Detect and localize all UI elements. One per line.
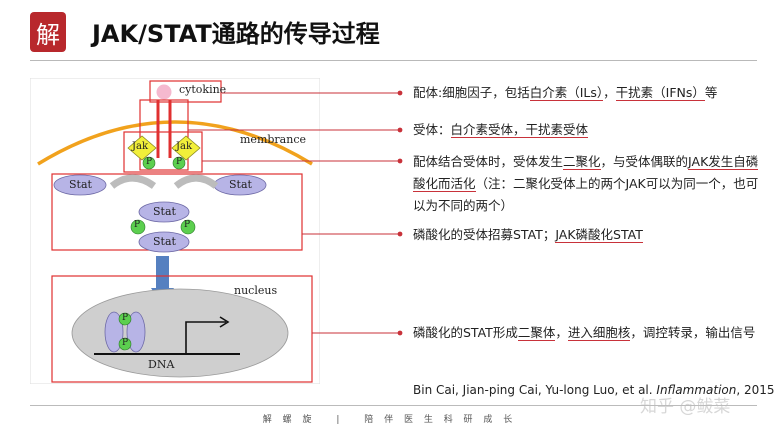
page-title: JAK/STAT通路的传导过程 [92, 20, 380, 48]
annotation-dimerization: 配体结合受体时，受体发生二聚化，与受体偶联的JAK发生自磷酸化而活化（注：二聚化… [413, 151, 765, 217]
stat-p-left-label: P [134, 220, 141, 230]
dna-label: DNA [148, 358, 175, 371]
annotation-nuclear: 磷酸化的STAT形成二聚体，进入细胞核，调控转录，输出信号 [413, 322, 758, 344]
ann-text: 配体结合受体时，受体发生 [413, 154, 564, 169]
ann-text: 受体： [413, 122, 451, 137]
watermark: 知乎 @鲅菜 [640, 397, 731, 417]
ann-highlight: 二聚化 [563, 154, 601, 170]
nucleus-label: nucleus [234, 284, 278, 297]
stat-bottom-label: Stat [153, 235, 176, 248]
citation-journal: Inflammation [656, 383, 737, 397]
ann-text: 配体:细胞因子，包括 [413, 85, 530, 100]
transcription-arrowhead [219, 316, 230, 328]
nuclear-p-bottom-label: P [122, 338, 129, 348]
pathway-figure: cytokine membrance Jak Jak P P Stat Stat… [30, 78, 320, 384]
ann-text: 磷酸化的STAT形成 [413, 325, 518, 340]
footer-separator: | [336, 415, 344, 425]
nuclear-p-top-label: P [122, 313, 129, 323]
citation-year: , 2015 [736, 383, 775, 397]
citation: Bin Cai, Jian-ping Cai, Yu-long Luo, et … [413, 383, 775, 397]
jak-left [127, 135, 157, 161]
stat-phospho-right [180, 219, 196, 235]
title-divider [30, 60, 757, 61]
membrane-curve [37, 120, 313, 166]
jak-p-left-label: P [146, 157, 153, 167]
footer-slogan: 陪 伴 医 生 科 研 成 长 [364, 415, 517, 425]
nuclear-arrow-shaft [156, 256, 169, 288]
stat-left [53, 174, 107, 196]
ann-text: ， [555, 325, 568, 340]
ann-highlight: 二聚体 [517, 325, 556, 341]
nucleus-box [51, 275, 313, 383]
membrane-label: membrance [240, 133, 306, 146]
ligand-box [149, 80, 222, 103]
stat-right-label: Stat [229, 178, 252, 191]
jak-right [171, 135, 201, 161]
ann-highlight: JAK磷酸化STAT [555, 227, 643, 243]
ann-text: （注：二聚化受体上的两个JAK可以为同一个，也可以为不同的两个） [413, 176, 759, 213]
ann-highlight: 白介素（ILs） [529, 85, 604, 101]
stat-dimer-bottom [138, 231, 190, 253]
transcription-arrow [185, 321, 226, 354]
stat-left-label: Stat [69, 178, 92, 191]
jak-phospho-right [172, 156, 186, 170]
stat-top-label: Stat [153, 205, 176, 218]
recruit-arrow-right [173, 174, 219, 189]
stat-phospho-left [130, 219, 146, 235]
annotation-stat-recruit: 磷酸化的受体招募STAT；JAK磷酸化STAT [413, 224, 763, 246]
ann-highlight: 进入细胞核 [567, 325, 631, 341]
ann-highlight: 干扰素（IFNs） [615, 85, 705, 101]
nuclear-stat-right [126, 311, 146, 353]
jak-phospho-left [142, 156, 156, 170]
logo-char: 解 [36, 20, 60, 49]
footer: 解 螺 旋 | 陪 伴 医 生 科 研 成 长 [0, 412, 779, 425]
annotation-ligand: 配体:细胞因子，包括白介素（ILs），干扰素（IFNs）等 [413, 82, 763, 104]
connector-dot-jak [397, 158, 403, 164]
ann-text: ， [603, 85, 616, 100]
nuclear-phospho-top [118, 312, 132, 326]
connector-dot-ligand [397, 90, 403, 96]
footer-brand: 解 螺 旋 [262, 415, 316, 425]
ann-text: 等 [704, 85, 718, 100]
cytokine-label: cytokine [179, 83, 227, 96]
ann-text: 磷酸化的受体招募STAT； [413, 227, 556, 242]
jak-left-label: Jak [132, 141, 149, 152]
logo: 解 [30, 12, 66, 52]
ann-text: ，与受体偶联的 [600, 154, 689, 169]
nuclear-phospho-bottom [118, 337, 132, 351]
ann-highlight: 白介素受体，干扰素受体 [450, 122, 589, 138]
jak-box [123, 131, 203, 173]
footer-divider [30, 405, 757, 406]
nuclear-stat-left [104, 311, 124, 353]
recruit-arrow-left [109, 174, 157, 189]
cytokine-ligand [156, 84, 172, 100]
pathway-diagram [30, 78, 320, 384]
jak-right-label: Jak [176, 141, 193, 152]
receptor-box [139, 99, 189, 171]
stat-dimer-top [138, 201, 190, 223]
connector-dot-receptor [397, 127, 403, 133]
jak-p-right-label: P [176, 157, 183, 167]
ann-text: ，调控转录，输出信号 [630, 325, 756, 340]
citation-authors: Bin Cai, Jian-ping Cai, Yu-long Luo, et … [413, 383, 657, 397]
stat-p-right-label: P [184, 220, 191, 230]
ann-highlight: JAK发生自磷酸化而活化 [413, 154, 759, 192]
annotation-receptor: 受体：白介素受体，干扰素受体 [413, 119, 763, 141]
connector-dot-stat [397, 231, 403, 237]
connector-dot-nucleus [397, 330, 403, 336]
